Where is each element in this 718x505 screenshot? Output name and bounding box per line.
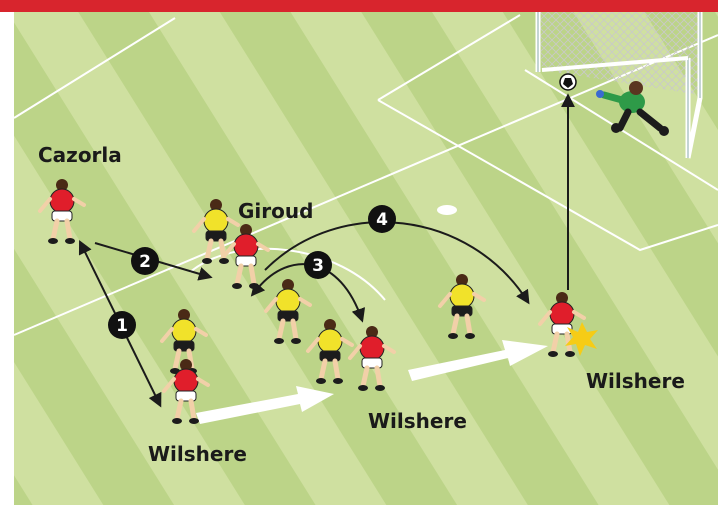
- strike-burst-icon: [565, 322, 598, 356]
- goal-net: [538, 12, 700, 95]
- step-badge-3: 3: [304, 251, 332, 279]
- player-defender-5: [438, 274, 486, 339]
- player-defender-4: [306, 319, 354, 384]
- step-number: 3: [312, 256, 324, 276]
- label-cazorla: Cazorla: [38, 143, 122, 167]
- header-band: [0, 0, 718, 12]
- player-wilshere-start: [162, 359, 210, 424]
- label-wilshere-mid: Wilshere: [368, 409, 467, 433]
- crossbar: [541, 56, 689, 72]
- player-defender-1: [192, 199, 240, 264]
- penalty-box-left-edge: [377, 14, 521, 101]
- label-wilshere-start: Wilshere: [148, 442, 247, 466]
- step-number: 2: [139, 252, 151, 272]
- halfway-line: [13, 17, 176, 119]
- step-badge-1: 1: [108, 311, 136, 339]
- label-giroud: Giroud: [238, 199, 313, 223]
- player-giroud: [222, 224, 270, 289]
- goalkeeper: [596, 81, 669, 136]
- pitch-grass: [14, 12, 718, 505]
- step-number: 4: [376, 210, 388, 230]
- step-badge-2: 2: [131, 247, 159, 275]
- player-defender-2: [264, 279, 312, 344]
- step-number: 1: [116, 316, 128, 336]
- run-arrow-second: [408, 340, 548, 381]
- player-wilshere-mid: [348, 326, 396, 391]
- player-wilshere-finish: [538, 292, 586, 357]
- label-wilshere-finish: Wilshere: [586, 369, 685, 393]
- football-icon: [559, 73, 577, 91]
- player-cazorla: [38, 179, 86, 244]
- run-arrow-first: [196, 386, 334, 424]
- penalty-box-front-edge: [377, 99, 718, 252]
- arrow-step-4: [264, 221, 530, 305]
- goal-frame-icon: [535, 12, 703, 159]
- step-badge-4: 4: [368, 205, 396, 233]
- penalty-spot: [437, 205, 457, 215]
- run-arrows: [196, 340, 548, 424]
